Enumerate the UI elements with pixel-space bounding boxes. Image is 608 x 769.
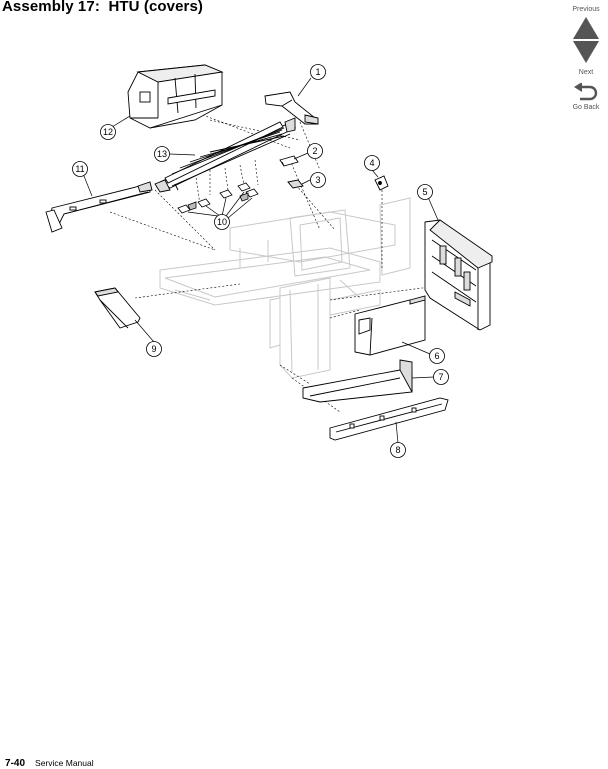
go-back-icon[interactable] xyxy=(574,83,598,101)
part-4-latch xyxy=(374,175,389,191)
svg-text:6: 6 xyxy=(434,351,439,361)
svg-text:12: 12 xyxy=(103,127,113,137)
callout-leaders xyxy=(83,77,439,444)
part-13-tray xyxy=(154,117,297,193)
callout-1: 1 xyxy=(310,64,326,80)
callout-8: 8 xyxy=(390,442,406,458)
callout-12: 12 xyxy=(100,124,116,140)
previous-label: Previous xyxy=(572,6,600,13)
svg-text:8: 8 xyxy=(395,445,400,455)
part-3-clip xyxy=(287,179,304,189)
previous-arrow-icon[interactable] xyxy=(573,17,599,39)
callout-2: 2 xyxy=(307,143,323,159)
part-6-cover xyxy=(354,295,426,356)
callout-13: 13 xyxy=(154,146,170,162)
callout-5: 5 xyxy=(417,184,433,200)
svg-text:10: 10 xyxy=(217,217,227,227)
svg-text:1: 1 xyxy=(315,67,320,77)
next-label: Next xyxy=(578,69,594,76)
callout-10: 10 xyxy=(214,214,230,230)
callout-7: 7 xyxy=(433,369,449,385)
svg-text:9: 9 xyxy=(151,344,156,354)
part-12-box xyxy=(127,64,224,129)
part-5-cover xyxy=(424,219,493,331)
svg-text:2: 2 xyxy=(312,146,317,156)
part-9-panel xyxy=(94,287,141,329)
callout-11: 11 xyxy=(72,161,88,177)
svg-text:5: 5 xyxy=(422,187,427,197)
svg-text:7: 7 xyxy=(438,372,443,382)
part-7-bar xyxy=(302,359,413,403)
part-1-bracket xyxy=(264,91,319,125)
callout-3: 3 xyxy=(310,172,326,188)
go-back-label: Go Back xyxy=(572,104,600,111)
svg-text:4: 4 xyxy=(369,158,374,168)
part-10-clips xyxy=(177,182,259,214)
svg-text:13: 13 xyxy=(157,149,167,159)
part-2-clip xyxy=(279,155,299,167)
part-11-rail xyxy=(45,181,153,233)
htu-frame-ghost xyxy=(159,197,411,379)
callout-4: 4 xyxy=(364,155,380,171)
next-arrow-icon[interactable] xyxy=(573,41,599,63)
nav-panel: Previous Next Go Back xyxy=(566,0,606,112)
svg-text:11: 11 xyxy=(75,164,84,174)
callout-9: 9 xyxy=(146,341,162,357)
part-8-rail xyxy=(329,397,449,441)
callout-6: 6 xyxy=(429,348,445,364)
svg-text:3: 3 xyxy=(315,175,320,185)
page-title: Assembly 17: HTU (covers) xyxy=(2,0,204,15)
